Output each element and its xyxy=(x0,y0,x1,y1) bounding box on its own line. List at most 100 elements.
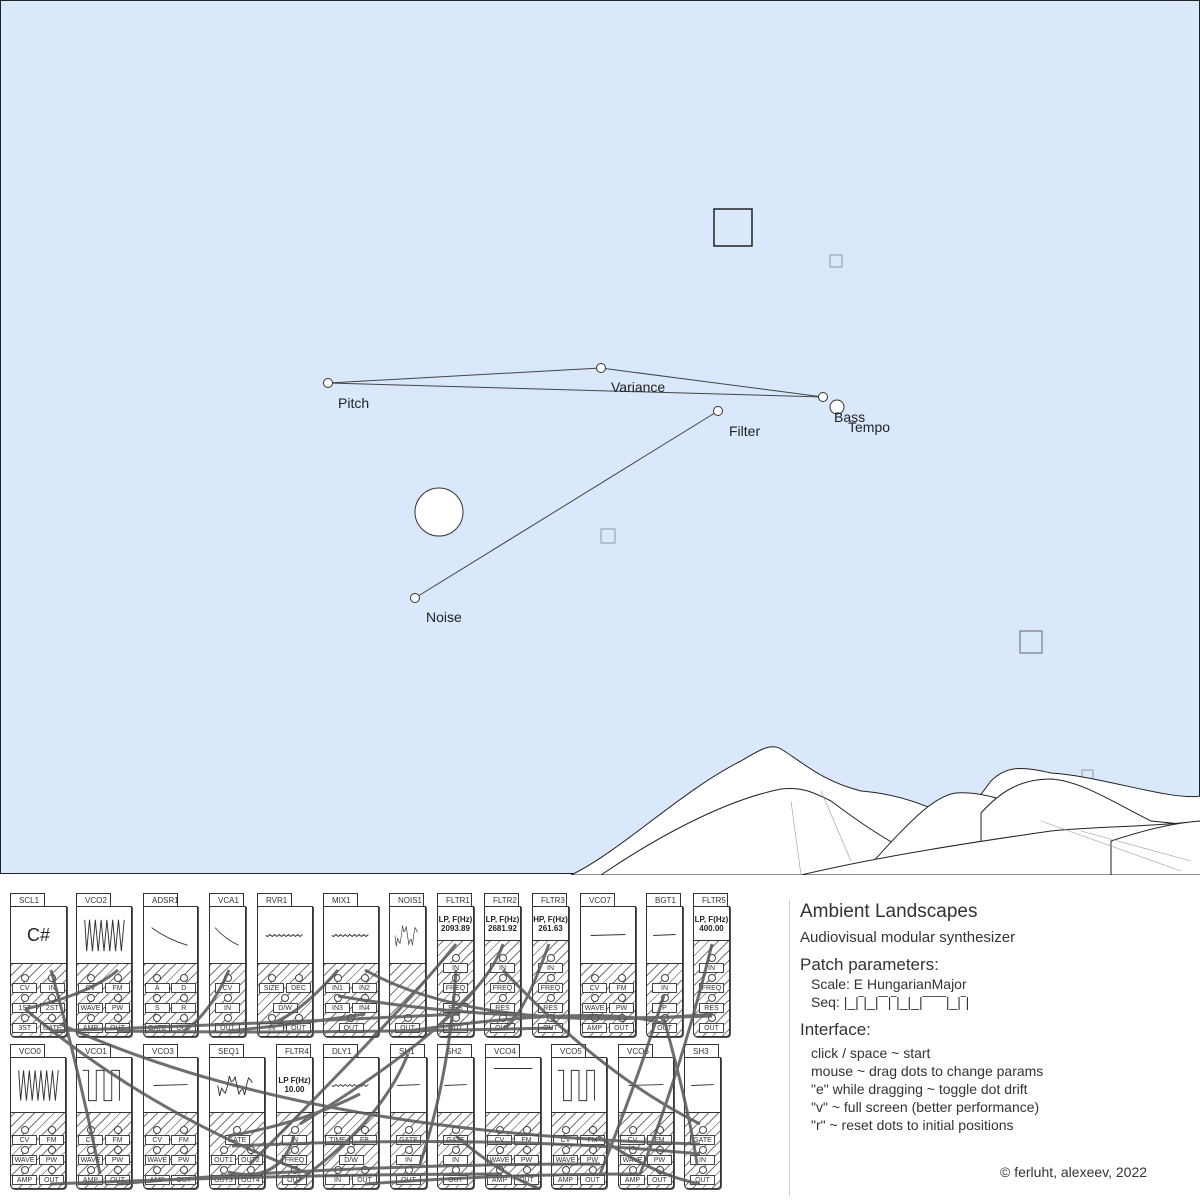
jack-icon[interactable] xyxy=(153,1166,162,1174)
jack-icon[interactable] xyxy=(223,1014,232,1022)
port-in[interactable]: IN xyxy=(396,1146,421,1165)
jack-icon[interactable] xyxy=(223,994,232,1002)
port-in[interactable]: IN xyxy=(215,994,240,1013)
port-wave[interactable]: WAVE xyxy=(78,994,103,1013)
port-amp[interactable]: AMP xyxy=(582,1014,607,1033)
jack-icon[interactable] xyxy=(707,1014,716,1022)
jack-icon[interactable] xyxy=(223,974,232,982)
jack-icon[interactable] xyxy=(86,974,95,982)
jack-icon[interactable] xyxy=(48,994,57,1002)
port-wave[interactable]: WAVE xyxy=(78,1146,103,1165)
jack-icon[interactable] xyxy=(498,974,507,982)
port-out1[interactable]: OUT1 xyxy=(211,1146,236,1165)
port-out[interactable]: OUT xyxy=(396,1166,421,1185)
jack-icon[interactable] xyxy=(451,974,460,982)
port-res[interactable]: RES xyxy=(538,994,563,1013)
jack-icon[interactable] xyxy=(333,994,342,1002)
jack-icon[interactable] xyxy=(48,974,57,982)
jack-icon[interactable] xyxy=(246,1166,255,1174)
port-s[interactable]: S xyxy=(144,994,170,1013)
jack-icon[interactable] xyxy=(113,1166,122,1174)
jack-icon[interactable] xyxy=(495,1146,504,1154)
port-fm[interactable]: FM xyxy=(39,1126,64,1145)
jack-icon[interactable] xyxy=(20,1166,29,1174)
jack-icon[interactable] xyxy=(179,1166,188,1174)
jack-icon[interactable] xyxy=(333,1166,342,1174)
jack-icon[interactable] xyxy=(153,1126,162,1134)
jack-icon[interactable] xyxy=(655,1166,664,1174)
jack-icon[interactable] xyxy=(404,1166,413,1174)
port-in[interactable]: IN xyxy=(443,1146,468,1165)
port-out[interactable]: OUT xyxy=(395,1014,420,1033)
port-res[interactable]: RES xyxy=(699,994,724,1013)
port-cv[interactable]: CV xyxy=(620,1126,645,1145)
port-cv[interactable]: CV xyxy=(78,974,103,993)
port-res[interactable]: RES xyxy=(490,994,515,1013)
jack-icon[interactable] xyxy=(113,1014,122,1022)
jack-icon[interactable] xyxy=(347,1014,355,1022)
port-in[interactable]: IN xyxy=(699,954,724,973)
port-out4[interactable]: OUT4 xyxy=(238,1166,263,1185)
jack-icon[interactable] xyxy=(707,954,716,962)
port-pw[interactable]: PW xyxy=(514,1146,539,1165)
jack-icon[interactable] xyxy=(20,974,29,982)
port-out[interactable]: OUT xyxy=(105,1014,130,1033)
port-in[interactable]: IN xyxy=(259,1014,284,1033)
port-pw[interactable]: PW xyxy=(39,1146,64,1165)
jack-icon[interactable] xyxy=(179,994,188,1002)
jack-icon[interactable] xyxy=(451,1166,460,1174)
jack-icon[interactable] xyxy=(347,1146,355,1154)
port-freq[interactable]: FREQ xyxy=(538,974,563,993)
port-in[interactable]: IN xyxy=(282,1126,307,1145)
port-out[interactable]: OUT xyxy=(352,1166,377,1185)
port-amp[interactable]: AMP xyxy=(553,1166,578,1185)
port-in[interactable]: IN xyxy=(538,954,563,973)
port-in[interactable]: IN xyxy=(39,974,65,993)
port-amp[interactable]: AMP xyxy=(487,1166,512,1185)
jack-icon[interactable] xyxy=(86,994,95,1002)
jack-icon[interactable] xyxy=(294,1014,303,1022)
jack-icon[interactable] xyxy=(451,994,460,1002)
port-out[interactable]: OUT xyxy=(338,1014,364,1033)
port-d[interactable]: D xyxy=(171,974,197,993)
jack-icon[interactable] xyxy=(86,1014,95,1022)
port-pw[interactable]: PW xyxy=(171,1146,197,1165)
port-in3[interactable]: IN3 xyxy=(325,994,350,1013)
jack-icon[interactable] xyxy=(113,1146,122,1154)
port-out[interactable]: OUT xyxy=(538,1014,563,1033)
port-wave[interactable]: WAVE xyxy=(12,1146,37,1165)
port-cv[interactable]: CV xyxy=(12,974,38,993)
port-fm[interactable]: FM xyxy=(647,1126,672,1145)
jack-icon[interactable] xyxy=(86,1166,95,1174)
port-pw[interactable]: PW xyxy=(105,994,130,1013)
jack-icon[interactable] xyxy=(47,1166,56,1174)
port-gate[interactable]: GATE xyxy=(443,1126,468,1145)
jack-icon[interactable] xyxy=(113,974,122,982)
jack-icon[interactable] xyxy=(403,1014,412,1022)
jack-icon[interactable] xyxy=(495,1166,504,1174)
jack-icon[interactable] xyxy=(498,954,507,962)
port-fm[interactable]: FM xyxy=(609,974,634,993)
jack-icon[interactable] xyxy=(451,1126,460,1134)
jack-icon[interactable] xyxy=(179,974,188,982)
port-out[interactable]: OUT xyxy=(690,1166,715,1185)
jack-icon[interactable] xyxy=(153,974,162,982)
port-2st[interactable]: 2ST xyxy=(39,994,65,1013)
jack-icon[interactable] xyxy=(290,1166,299,1174)
jack-icon[interactable] xyxy=(20,1014,29,1022)
port-gate[interactable]: GATE xyxy=(690,1126,715,1145)
jack-icon[interactable] xyxy=(20,1146,29,1154)
port-in[interactable]: IN xyxy=(443,954,468,973)
port-cv[interactable]: CV xyxy=(487,1126,512,1145)
jack-icon[interactable] xyxy=(628,1166,637,1174)
port-out[interactable]: OUT xyxy=(171,1166,197,1185)
jack-icon[interactable] xyxy=(588,1146,597,1154)
port-in[interactable]: IN xyxy=(652,974,677,993)
port-gate[interactable]: GATE xyxy=(39,1014,65,1033)
jack-icon[interactable] xyxy=(290,1146,299,1154)
port-r[interactable]: R xyxy=(171,994,197,1013)
port-res[interactable]: RES xyxy=(443,994,468,1013)
jack-icon[interactable] xyxy=(20,1126,29,1134)
jack-icon[interactable] xyxy=(48,1014,57,1022)
port-freq[interactable]: FREQ xyxy=(443,974,468,993)
